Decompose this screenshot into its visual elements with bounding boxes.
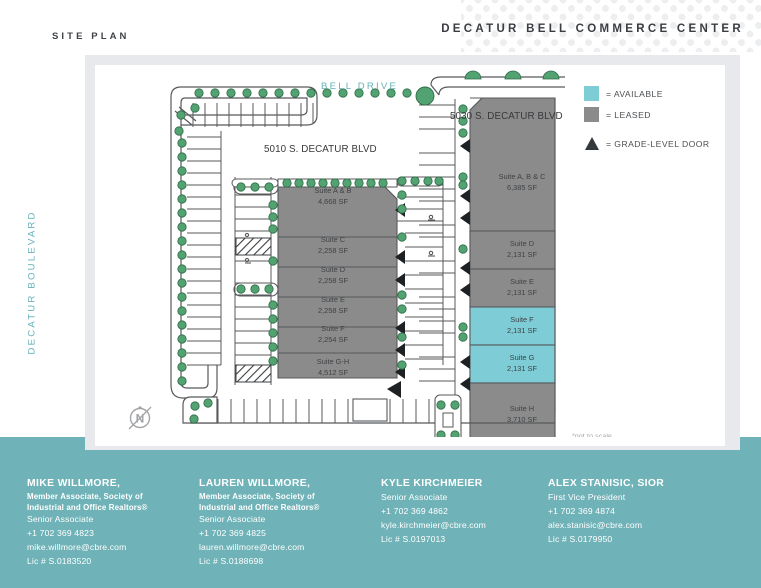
contact-license: Lic # S.0197013 <box>381 533 446 544</box>
suite-name: Suite D <box>509 239 535 248</box>
legend-label-leased: = LEASED <box>606 109 651 120</box>
suite-label-west-c: Suite C 2,258 SF <box>278 234 388 257</box>
contact-email[interactable]: alex.stanisic@cbre.com <box>548 519 643 530</box>
plan-inner-panel <box>95 65 725 446</box>
suite-label-east-d: Suite D 2,131 SF <box>467 238 577 261</box>
suite-label-east-h: Suite H 3,710 SF <box>467 403 577 426</box>
contact-designation-line-2: Industrial and Office Realtors® <box>199 503 320 513</box>
suite-area: 4,512 SF <box>318 368 348 378</box>
legend-item-grade-level-door: = GRADE-LEVEL DOOR <box>584 137 734 150</box>
leased-swatch-icon <box>584 107 599 122</box>
suite-label-east-g: Suite G 2,131 SF <box>467 352 577 375</box>
contact-license: Lic # S.0188698 <box>199 556 264 567</box>
suite-label-west-a-b: Suite A & B 4,668 SF <box>278 185 388 208</box>
address-label-5030: 5030 S. DECATUR BLVD <box>450 111 563 122</box>
disclaimer-line-1: *not to scale <box>572 432 686 443</box>
contact-phone[interactable]: +1 702 369 4825 <box>199 528 267 539</box>
suite-area: 2,254 SF <box>318 335 348 345</box>
suite-label-west-e: Suite E 2,258 SF <box>278 294 388 317</box>
contact-phone[interactable]: +1 702 369 4874 <box>548 505 616 516</box>
contact-email[interactable]: kyle.kirchmeier@cbre.com <box>381 519 486 530</box>
street-label-decatur-boulevard: DECATUR BOULEVARD <box>26 210 38 355</box>
suite-name: Suite A, B & C <box>498 172 546 181</box>
contact-email[interactable]: lauren.willmore@cbre.com <box>199 542 305 553</box>
contact-email[interactable]: mike.willmore@cbre.com <box>27 542 127 553</box>
suite-name: Suite A & B <box>314 186 352 195</box>
suite-area: 4,668 SF <box>318 197 348 207</box>
suite-name: Suite E <box>321 295 345 304</box>
contact-phone[interactable]: +1 702 369 4823 <box>27 528 95 539</box>
suite-area: 2,131 SF <box>507 326 537 336</box>
suite-label-west-d: Suite D 2,258 SF <box>278 264 388 287</box>
suite-name: Suite F <box>510 315 534 324</box>
contact-designation-line-1: Member Associate, Society of <box>27 492 143 501</box>
contact-name: LAUREN WILLMORE, <box>199 478 311 489</box>
page-header: SITE PLAN DECATUR BELL COMMERCE CENTER <box>0 0 761 55</box>
legend-label-grade-level-door: = GRADE-LEVEL DOOR <box>606 138 710 149</box>
contact-card-3: ALEX STANISIC, SIOR First Vice President… <box>548 478 664 547</box>
legend: = AVAILABLE = LEASED = GRADE-LEVEL DOOR <box>584 86 734 156</box>
legend-item-leased: = LEASED <box>584 107 734 122</box>
contact-name: KYLE KIRCHMEIER <box>381 478 483 489</box>
contact-title: Senior Associate <box>27 514 94 525</box>
contact-title: Senior Associate <box>199 514 266 525</box>
contact-name: MIKE WILLMORE, <box>27 478 121 489</box>
suite-name: Suite G <box>509 353 535 362</box>
contact-title: Senior Associate <box>381 492 448 502</box>
site-plan-drawing: N <box>95 65 725 446</box>
contact-license: Lic # S.0179950 <box>548 533 613 544</box>
suite-area: 6,385 SF <box>507 183 537 193</box>
suite-name: Suite H <box>509 404 535 413</box>
street-label-bell-drive: BELL DRIVE <box>321 81 399 92</box>
suite-area: 2,258 SF <box>318 306 348 316</box>
footer-notch-white <box>95 437 725 446</box>
contact-phone[interactable]: +1 702 369 4862 <box>381 505 449 516</box>
contact-designation-line-1: Member Associate, Society of <box>199 492 315 501</box>
suite-label-west-g-h: Suite G-H 4,512 SF <box>278 356 388 379</box>
address-label-5010: 5010 S. DECATUR BLVD <box>264 144 377 155</box>
legend-label-available: = AVAILABLE <box>606 88 663 99</box>
suite-name: Suite C <box>320 235 346 244</box>
suite-area: 2,131 SF <box>507 288 537 298</box>
suite-label-east-a-b-c: Suite A, B & C 6,385 SF <box>467 171 577 194</box>
suite-area: 2,131 SF <box>507 250 537 260</box>
page-title: SITE PLAN <box>52 31 130 42</box>
contact-license: Lic # S.0183520 <box>27 556 92 567</box>
footer-band <box>0 437 761 588</box>
contact-title: First Vice President <box>548 492 626 502</box>
suite-name: Suite F <box>321 324 345 333</box>
contact-card-1: LAUREN WILLMORE, Member Associate, Socie… <box>199 478 320 569</box>
suite-area: 3,710 SF <box>507 415 537 425</box>
contact-card-0: MIKE WILLMORE, Member Associate, Society… <box>27 478 148 569</box>
suite-name: Suite D <box>320 265 346 274</box>
project-title: DECATUR BELL COMMERCE CENTER <box>441 23 744 35</box>
suite-name: Suite E <box>510 277 534 286</box>
contact-list: MIKE WILLMORE, Member Associate, Society… <box>0 470 761 588</box>
contact-name: ALEX STANISIC, SIOR <box>548 478 665 489</box>
suite-label-east-e: Suite E 2,131 SF <box>467 276 577 299</box>
suite-area: 2,131 SF <box>507 364 537 374</box>
available-swatch-icon <box>584 86 599 101</box>
grade-level-door-triangle-icon <box>585 137 599 150</box>
suite-name: Suite G-H <box>316 357 350 366</box>
contact-card-2: KYLE KIRCHMEIER Senior Associate +1 702 … <box>381 478 486 547</box>
legend-item-available: = AVAILABLE <box>584 86 734 101</box>
suite-area: 2,258 SF <box>318 246 348 256</box>
contact-designation-line-2: Industrial and Office Realtors® <box>27 503 148 513</box>
suite-label-east-f: Suite F 2,131 SF <box>467 314 577 337</box>
suite-label-west-f: Suite F 2,254 SF <box>278 323 388 346</box>
suite-area: 2,258 SF <box>318 276 348 286</box>
